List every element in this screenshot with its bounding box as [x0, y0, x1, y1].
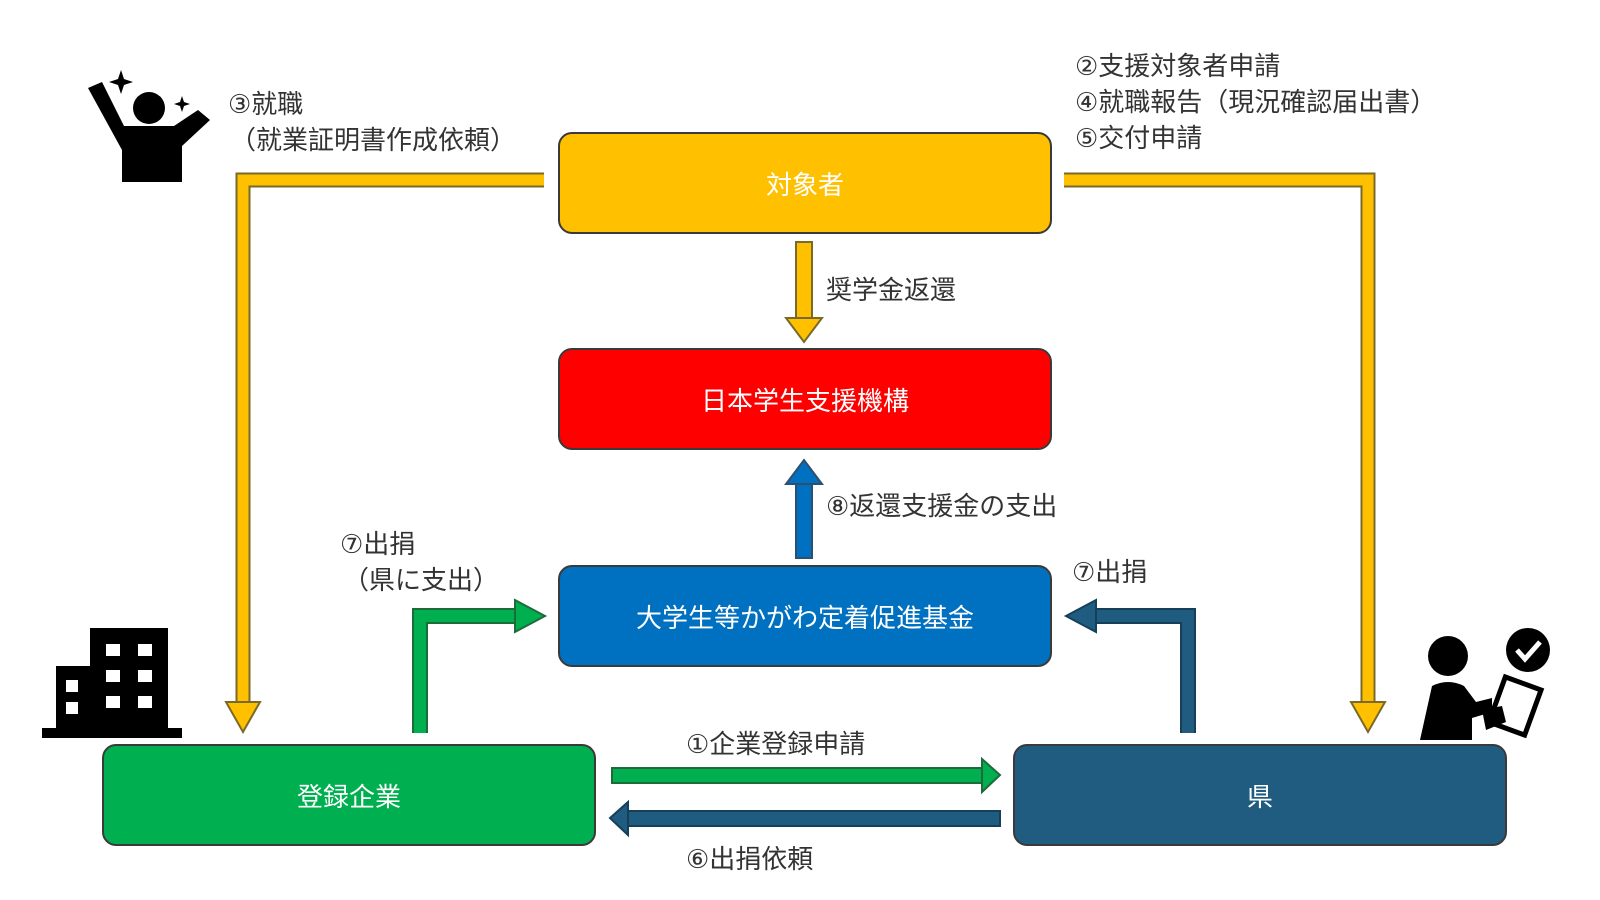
- arrow-prefecture-to-fund: [1063, 598, 1196, 733]
- node-prefecture: 県: [1013, 744, 1507, 846]
- node-company: 登録企業: [102, 744, 596, 846]
- label-employment-1: ③就職: [228, 90, 304, 120]
- label-donation-prefecture: ⑦出捐: [1072, 558, 1148, 588]
- arrow-target-to-prefecture: [1064, 172, 1387, 735]
- node-jasso: 日本学生支援機構: [558, 348, 1052, 450]
- arrow-target-to-company: [224, 172, 544, 735]
- arrow-target-to-company: [226, 174, 544, 730]
- arrow-target-to-jasso: [784, 241, 824, 344]
- arrow-prefecture-to-company: [608, 799, 1001, 838]
- node-fund: 大学生等かがわ定着促進基金: [558, 565, 1052, 667]
- person-celebrating-icon: [88, 70, 210, 182]
- label-support-payment: ⑧返還支援金の支出: [826, 492, 1058, 522]
- label-donation-company-1: ⑦出捐: [340, 530, 416, 560]
- arrow-fund-to-jasso: [784, 458, 824, 559]
- label-company-registration: ①企業登録申請: [686, 730, 866, 760]
- label-employment-2: （就業証明書作成依頼）: [230, 126, 517, 156]
- node-target: 対象者: [558, 132, 1052, 234]
- label-apply-3: ⑤交付申請: [1075, 124, 1203, 154]
- label-donation-request: ⑥出捐依頼: [686, 845, 814, 875]
- label-apply-1: ②支援対象者申請: [1075, 52, 1281, 82]
- arrow-company-to-fund: [412, 598, 548, 733]
- building-icon: [42, 628, 182, 738]
- person-with-clipboard-icon: [1420, 628, 1550, 740]
- arrow-company-to-prefecture: [611, 756, 1002, 795]
- label-repayment: 奨学金返還: [826, 276, 957, 306]
- label-donation-company-2: （県に支出）: [343, 566, 500, 596]
- label-apply-2: ④就職報告（現況確認届出書）: [1075, 88, 1437, 118]
